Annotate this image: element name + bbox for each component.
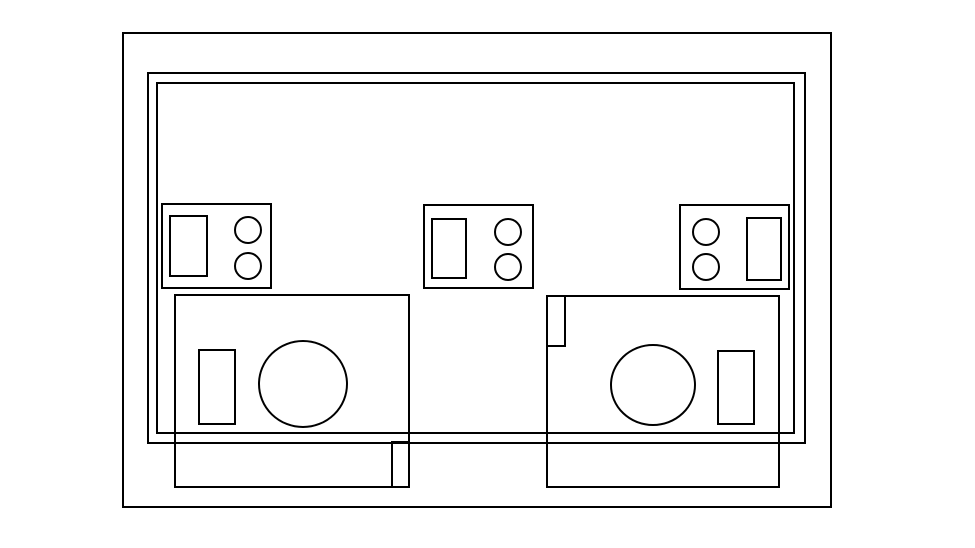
- control-panel-right-display: [746, 217, 782, 281]
- control-panel-left-body: [161, 203, 272, 289]
- machine-unit-left-drum: [258, 340, 348, 428]
- machine-unit-right-drum: [610, 344, 696, 426]
- machine-unit-left-panel: [198, 349, 236, 425]
- control-panel-center-knob-top: [494, 218, 522, 246]
- control-panel-center-body: [423, 204, 534, 289]
- machine-unit-right-handle: [546, 295, 566, 347]
- machine-unit-left: [174, 294, 410, 488]
- control-panel-right-knob-bottom: [692, 253, 720, 281]
- machine-unit-right-body: [546, 295, 780, 488]
- outer-frame: [122, 32, 832, 508]
- control-panel-left-display: [169, 215, 208, 277]
- machine-unit-left-handle: [391, 441, 410, 488]
- control-panel-left: [161, 203, 272, 289]
- control-panel-left-knob-bottom: [234, 252, 262, 280]
- control-panel-right: [679, 204, 790, 290]
- machine-unit-right: [546, 295, 780, 488]
- machine-unit-left-body: [174, 294, 410, 488]
- control-panel-left-knob-top: [234, 216, 262, 244]
- control-panel-center: [423, 204, 534, 289]
- machine-unit-right-panel: [717, 350, 755, 425]
- control-panel-right-body: [679, 204, 790, 290]
- control-panel-center-knob-bottom: [494, 253, 522, 281]
- enclosure-outer-border: [147, 72, 806, 444]
- enclosure-inner-border: [156, 82, 795, 434]
- control-panel-center-display: [431, 218, 467, 279]
- control-panel-right-knob-top: [692, 218, 720, 246]
